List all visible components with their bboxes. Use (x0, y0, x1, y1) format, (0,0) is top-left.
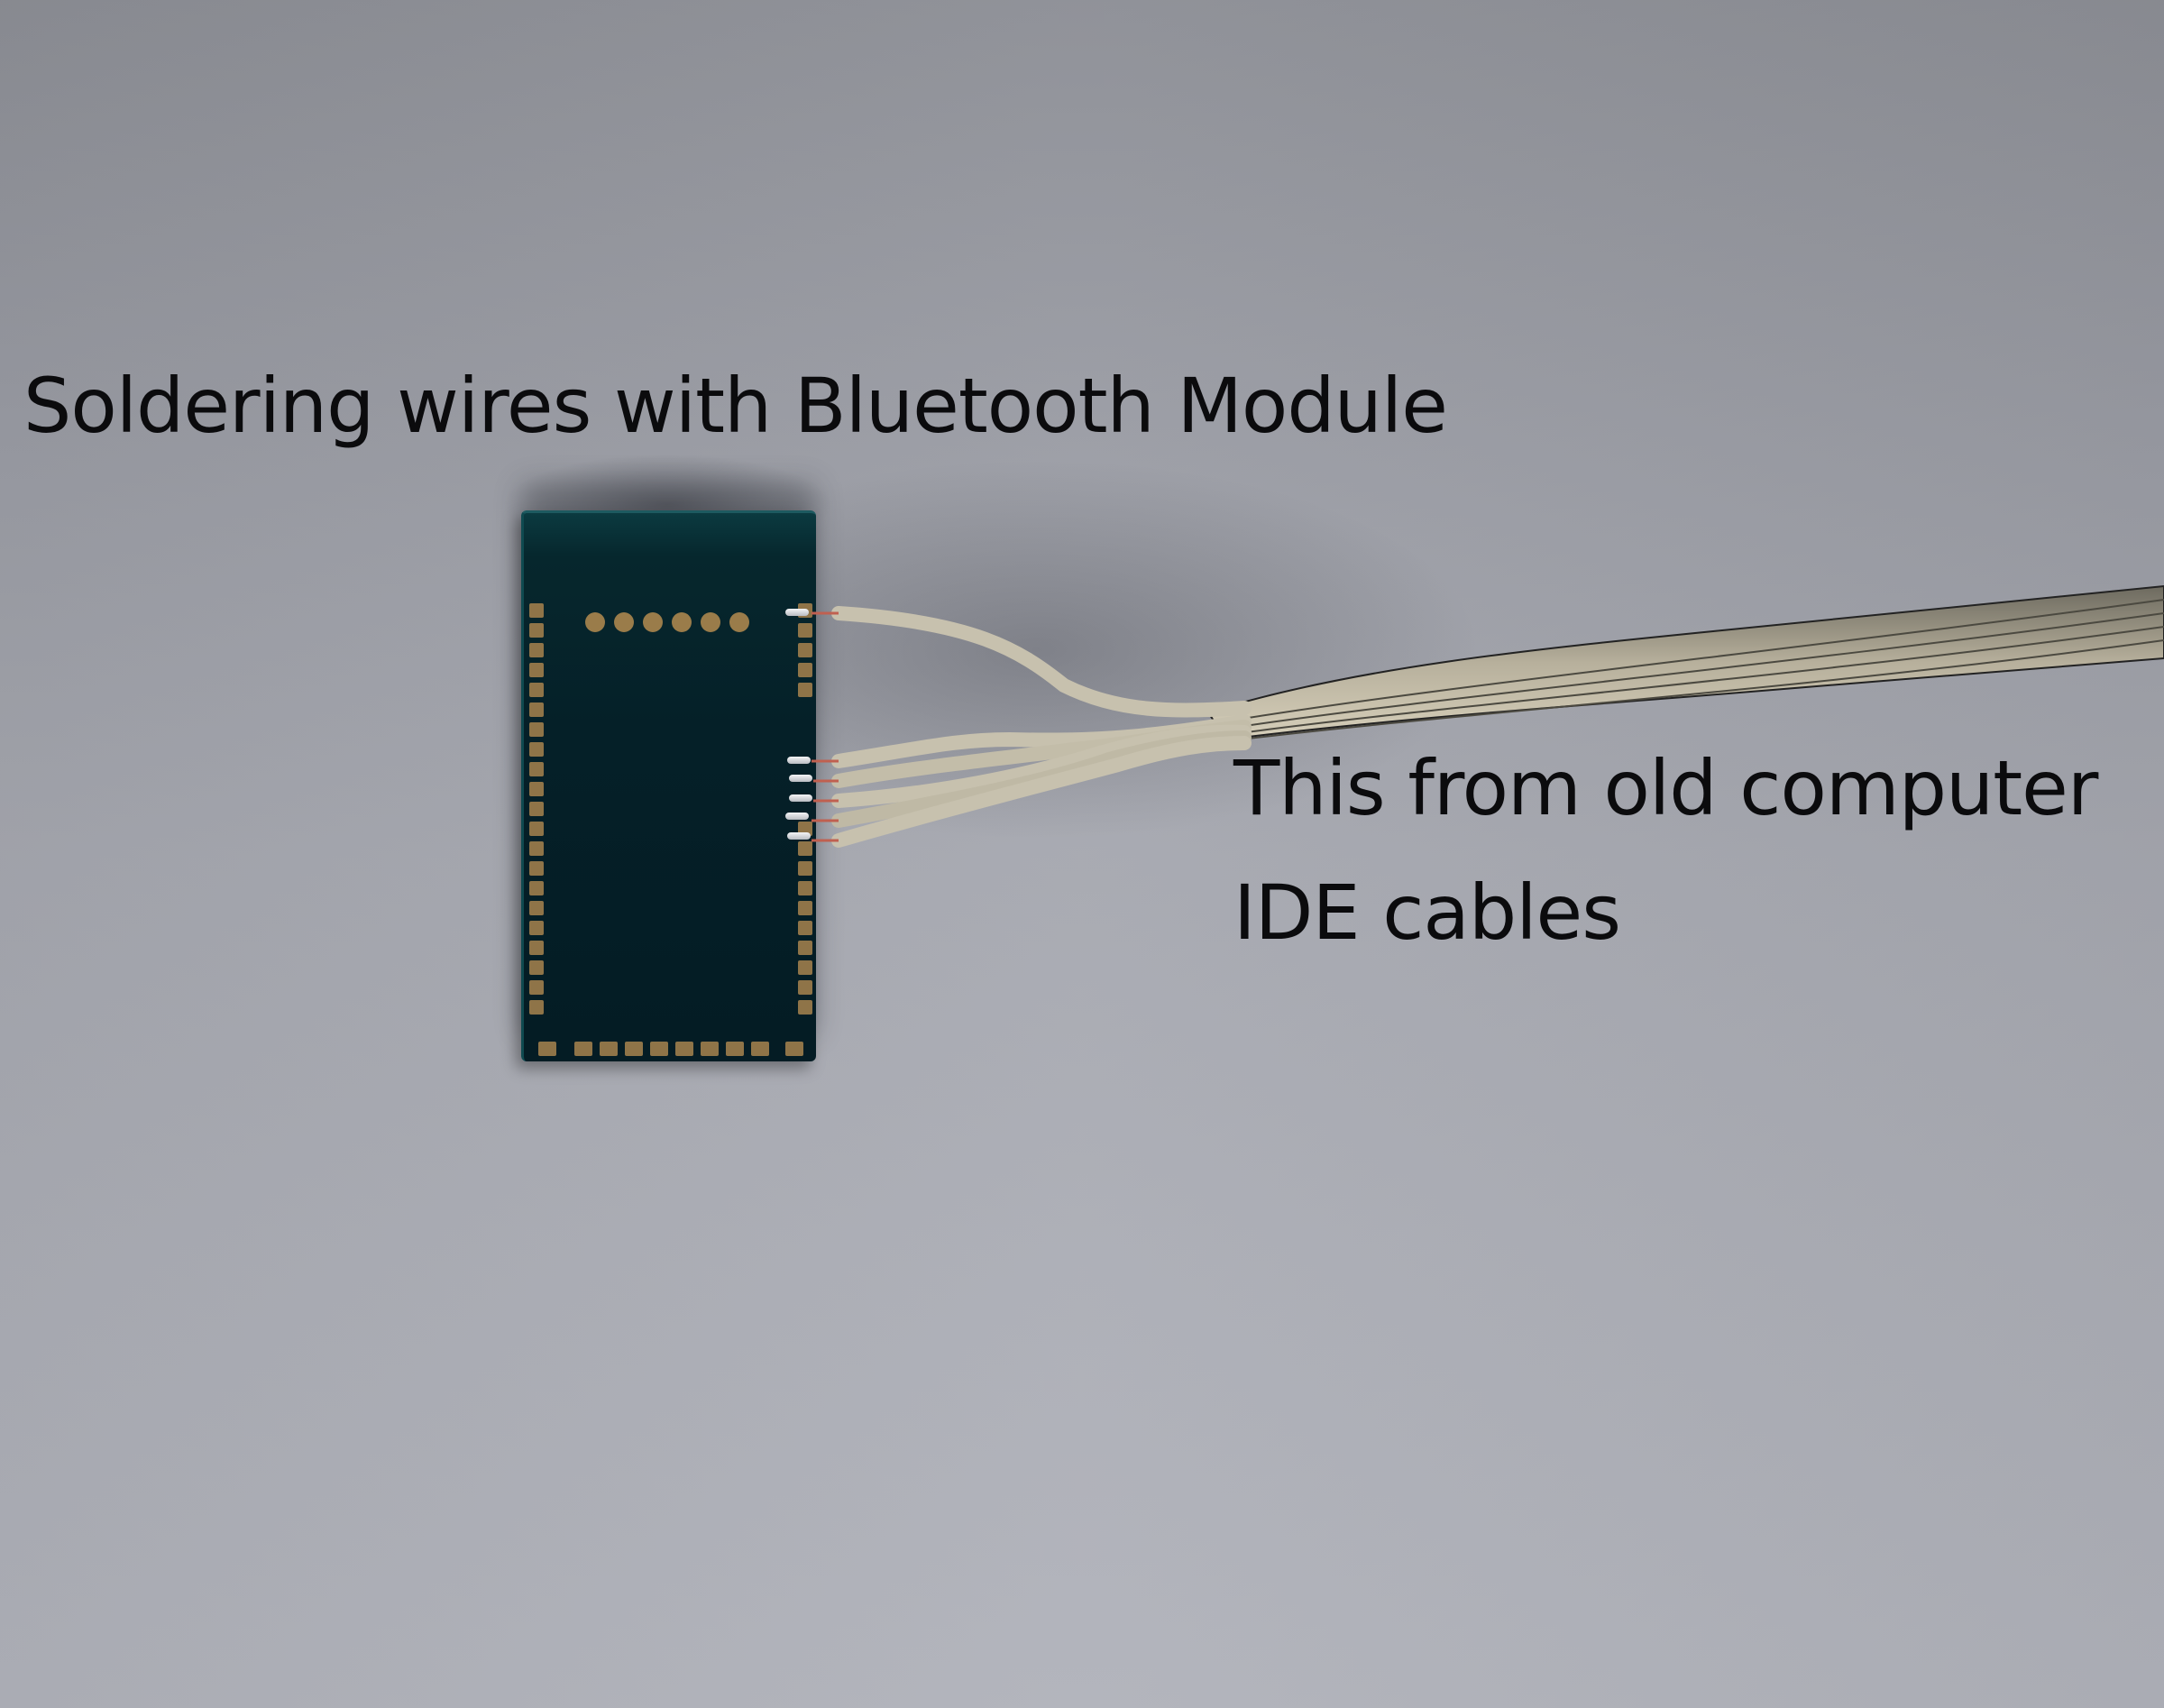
caption-note-line2: IDE cables (1233, 868, 1621, 957)
caption-note-line1: This from old computer (1233, 744, 2098, 832)
solder-joint (785, 813, 809, 820)
round-pad (585, 612, 605, 632)
round-pad (701, 612, 720, 632)
solder-joint (789, 794, 812, 802)
bluetooth-module (521, 510, 816, 1061)
round-pad (672, 612, 692, 632)
solder-joint (787, 832, 811, 840)
caption-title: Soldering wires with Bluetooth Module (23, 362, 1448, 450)
round-pad (729, 612, 749, 632)
round-pad (614, 612, 634, 632)
solder-joint (787, 757, 811, 764)
solder-joint (789, 775, 812, 782)
round-pad (643, 612, 663, 632)
solder-joint (785, 609, 809, 616)
